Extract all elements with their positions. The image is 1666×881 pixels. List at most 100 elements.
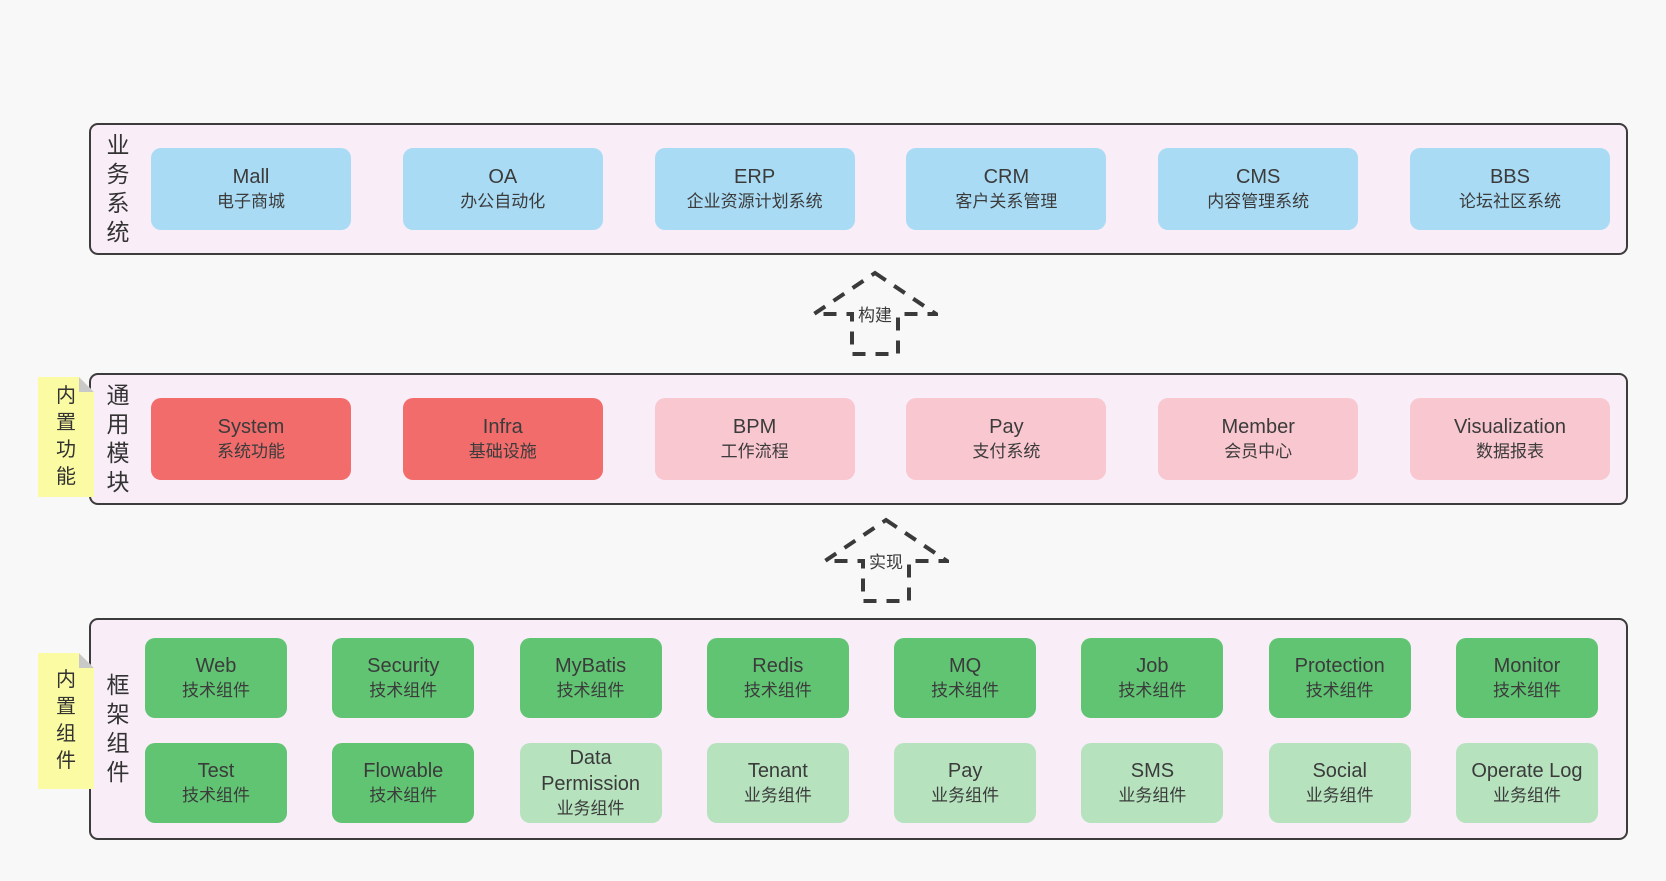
box-tenant: Tenant 业务组件 [706, 743, 849, 823]
box-redis: Redis 技术组件 [706, 638, 849, 718]
box-member: Member 会员中心 [1158, 398, 1359, 480]
up-arrow-icon [812, 270, 938, 356]
box-desc: 电子商城 [217, 192, 285, 211]
box-desc: 数据报表 [1475, 442, 1544, 461]
box-mq: MQ 技术组件 [894, 638, 1037, 718]
box-test: Test 技术组件 [145, 743, 287, 823]
box-infra: Infra 基础设施 [402, 398, 603, 480]
box-bbs: BBS 论坛社区系统 [1409, 148, 1610, 230]
box-desc: 办公自动化 [460, 192, 546, 211]
box-desc: 业务组件 [743, 786, 812, 805]
business-systems-layer-label: 业务系统 [106, 132, 130, 245]
box-name: Monitor [1493, 655, 1561, 677]
build-arrow: 构建 [812, 270, 938, 356]
business-systems-layer: 业务系统 Mall 电子商城 OA 办公自动化 ERP 企业资源计划系统 CRM… [89, 123, 1628, 255]
box-desc: 技术组件 [182, 681, 250, 700]
framework-components-layer: 框架组件 Web 技术组件 Security 技术组件 MyBatis 技术组件… [89, 618, 1628, 840]
box-desc: 技术组件 [1492, 681, 1561, 700]
box-crm: CRM 客户关系管理 [906, 148, 1107, 230]
box-name: Pay [989, 416, 1024, 438]
box-desc: 客户关系管理 [955, 192, 1058, 211]
box-name: Infra [482, 416, 523, 438]
box-desc: 技术组件 [1118, 681, 1187, 700]
box-name: Flowable [363, 760, 444, 782]
common-modules-row: System 系统功能 Infra 基础设施 BPM 工作流程 Pay 支付系统… [151, 375, 1610, 503]
sticky-note-label: 内置组件 [56, 669, 76, 772]
box-name: ERP [734, 166, 776, 188]
box-web: Web 技术组件 [145, 638, 287, 718]
box-name: BBS [1489, 166, 1530, 188]
box-desc: 业务组件 [931, 786, 1000, 805]
up-arrow-icon [823, 517, 949, 603]
box-pay-component: Pay 业务组件 [894, 743, 1037, 823]
box-name: Pay [947, 760, 983, 782]
framework-components-layer-label: 框架组件 [106, 672, 130, 785]
box-desc: 业务组件 [1118, 786, 1187, 805]
box-desc: 论坛社区系统 [1458, 192, 1561, 211]
box-desc: 技术组件 [369, 681, 438, 700]
box-desc: 技术组件 [369, 786, 438, 805]
box-pay-module: Pay 支付系统 [906, 398, 1107, 480]
implement-arrow: 实现 [823, 517, 949, 603]
box-cms: CMS 内容管理系统 [1158, 148, 1359, 230]
box-desc: 技术组件 [182, 786, 250, 805]
box-name: Data Permission [541, 747, 641, 795]
sticky-note-label: 内置功能 [56, 385, 76, 488]
box-name: Visualization [1454, 416, 1566, 438]
box-name: MQ [949, 655, 982, 677]
box-name: Web [195, 655, 237, 677]
box-system: System 系统功能 [151, 398, 351, 480]
box-mybatis: MyBatis 技术组件 [519, 638, 662, 718]
business-systems-row: Mall 电子商城 OA 办公自动化 ERP 企业资源计划系统 CRM 客户关系… [151, 125, 1610, 253]
box-name: Tenant [747, 760, 808, 782]
tech-components-row: Web 技术组件 Security 技术组件 MyBatis 技术组件 Redi… [145, 638, 1598, 718]
box-desc: 业务组件 [1492, 786, 1561, 805]
box-social: Social 业务组件 [1268, 743, 1411, 823]
common-modules-layer: 通用模块 System 系统功能 Infra 基础设施 BPM 工作流程 Pay… [89, 373, 1628, 505]
box-desc: 会员中心 [1224, 442, 1293, 461]
box-name: System [217, 416, 285, 438]
box-mall: Mall 电子商城 [151, 148, 351, 230]
box-desc: 业务组件 [1305, 786, 1374, 805]
box-name: CMS [1235, 166, 1281, 188]
box-name: Social [1312, 760, 1367, 782]
box-desc: 内容管理系统 [1207, 192, 1310, 211]
built-in-components-sticky-note: 内置组件 [38, 653, 94, 789]
box-name: Member [1221, 416, 1295, 438]
box-operate-log: Operate Log 业务组件 [1455, 743, 1598, 823]
box-visualization: Visualization 数据报表 [1409, 398, 1610, 480]
box-oa: OA 办公自动化 [402, 148, 603, 230]
box-security: Security 技术组件 [332, 638, 475, 718]
common-modules-layer-label: 通用模块 [106, 382, 130, 495]
box-flowable: Flowable 技术组件 [332, 743, 475, 823]
box-name: MyBatis [555, 655, 627, 677]
box-sms: SMS 业务组件 [1081, 743, 1224, 823]
build-arrow-label: 构建 [854, 300, 896, 327]
box-desc: 技术组件 [1305, 681, 1374, 700]
box-name: CRM [983, 166, 1030, 188]
built-in-features-sticky-note: 内置功能 [38, 377, 94, 497]
box-name: Test [197, 760, 235, 782]
box-desc: 系统功能 [217, 442, 285, 461]
box-name: Mall [232, 166, 270, 188]
box-desc: 基础设施 [468, 442, 537, 461]
box-bpm: BPM 工作流程 [654, 398, 855, 480]
box-data-permission: Data Permission 业务组件 [519, 743, 662, 823]
box-desc: 业务组件 [556, 799, 625, 818]
framework-components-rows: Web 技术组件 Security 技术组件 MyBatis 技术组件 Redi… [145, 638, 1598, 823]
box-name: Protection [1294, 655, 1385, 677]
biz-components-row: Test 技术组件 Flowable 技术组件 Data Permission … [145, 743, 1598, 823]
box-name: Operate Log [1471, 760, 1583, 782]
box-protection: Protection 技术组件 [1268, 638, 1411, 718]
box-name: Job [1136, 655, 1169, 677]
implement-arrow-label: 实现 [865, 547, 907, 574]
box-name: Security [367, 655, 440, 677]
box-desc: 工作流程 [720, 442, 789, 461]
box-job: Job 技术组件 [1081, 638, 1224, 718]
box-name: OA [488, 166, 518, 188]
box-monitor: Monitor 技术组件 [1455, 638, 1598, 718]
box-desc: 技术组件 [931, 681, 1000, 700]
box-desc: 支付系统 [972, 442, 1041, 461]
box-erp: ERP 企业资源计划系统 [654, 148, 855, 230]
box-desc: 企业资源计划系统 [686, 192, 823, 211]
